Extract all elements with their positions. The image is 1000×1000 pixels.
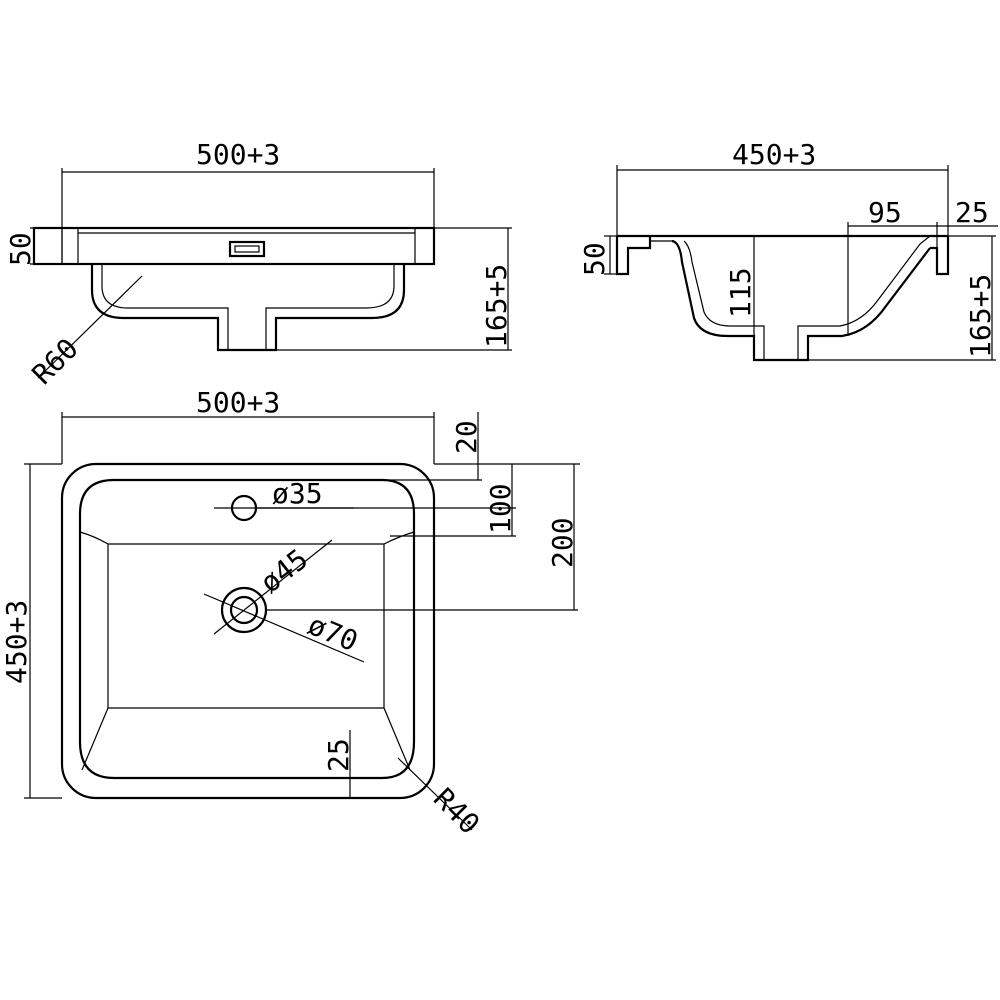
- tap-hole-label: ø35: [272, 477, 323, 510]
- top-width-label: 500+3: [196, 386, 280, 419]
- bottom-rim-label: 25: [322, 738, 355, 772]
- tap-offset-label: 100: [484, 483, 517, 534]
- side-bowl-depth-label: 115: [724, 267, 757, 318]
- side-view: 450+3 95 25 50 115 165+5: [578, 138, 998, 362]
- top-depth-label: 450+3: [0, 600, 33, 684]
- front-width-label: 500+3: [196, 138, 280, 171]
- top-view: 500+3 ø35 ø45 ø70 20 100 200: [0, 386, 580, 841]
- side-rim-height-label: 50: [578, 242, 611, 276]
- front-rim-height-label: 50: [4, 232, 37, 266]
- side-total-height-label: 165+5: [964, 274, 997, 358]
- rim-front-label: 20: [450, 420, 483, 454]
- corner-radius-label: R40: [427, 782, 486, 841]
- front-total-height-label: 165+5: [480, 264, 513, 348]
- side-depth-label: 450+3: [732, 138, 816, 171]
- side-offset-label: 95: [868, 196, 902, 229]
- waste-outer-label: ø70: [303, 608, 362, 658]
- side-rim-back-label: 25: [955, 196, 989, 229]
- waste-offset-label: 200: [546, 517, 579, 568]
- front-view: 500+3 50 165+5 R60: [4, 138, 513, 391]
- waste-inner-label: ø45: [254, 542, 314, 599]
